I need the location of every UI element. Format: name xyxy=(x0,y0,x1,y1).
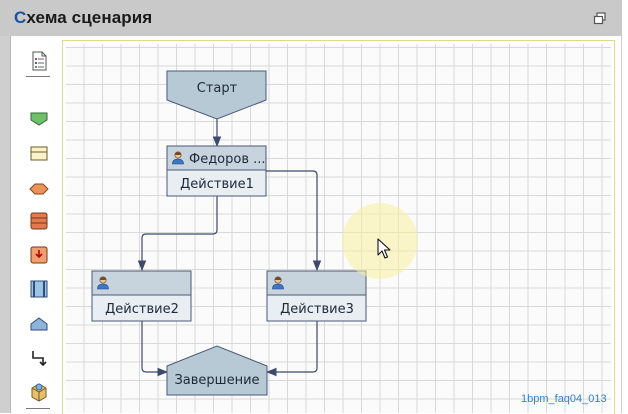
end-shape-icon[interactable] xyxy=(28,313,50,335)
action1-label: Действие1 xyxy=(180,177,254,192)
subprocess-shape-icon[interactable] xyxy=(28,210,50,232)
restore-window-icon[interactable] xyxy=(593,12,607,25)
end-node[interactable]: Завершение xyxy=(166,345,268,396)
palette-divider xyxy=(26,408,50,409)
decision-shape-icon[interactable] xyxy=(28,178,50,200)
action3-label: Действие3 xyxy=(280,302,354,317)
connector-action1-action2[interactable] xyxy=(137,196,218,272)
palette-divider xyxy=(26,76,50,77)
action2-label: Действие2 xyxy=(105,302,179,317)
connector-action1-action3[interactable] xyxy=(266,170,322,272)
action-shape-icon[interactable] xyxy=(28,143,50,165)
action2-node[interactable]: Действие2 xyxy=(91,270,192,322)
action1-node[interactable]: Федоров ... Действие1 xyxy=(166,145,267,197)
mouse-pointer-icon xyxy=(377,238,391,259)
image-caption: 1bpm_faq04_013 xyxy=(521,393,607,405)
start-shape-icon[interactable] xyxy=(28,108,50,130)
input-shape-icon[interactable] xyxy=(28,244,50,266)
panel-titlebar: Схема сценария xyxy=(0,0,622,36)
connector-action2-end[interactable] xyxy=(141,321,169,377)
end-node-label: Завершение xyxy=(174,373,259,388)
action1-assignee: Федоров ... xyxy=(189,152,266,167)
connector-action3-end[interactable] xyxy=(265,321,318,377)
start-node[interactable]: Старт xyxy=(166,70,267,120)
action3-node[interactable]: Действие3 xyxy=(266,270,367,322)
panel-title: Схема сценария xyxy=(14,8,153,27)
group-shape-icon[interactable] xyxy=(28,381,50,403)
diagram-canvas[interactable] xyxy=(66,44,611,413)
properties-icon[interactable] xyxy=(28,50,50,72)
document-shape-icon[interactable] xyxy=(28,278,50,300)
shape-palette xyxy=(16,42,56,413)
connector-icon[interactable] xyxy=(28,347,50,369)
start-node-label: Старт xyxy=(197,81,238,96)
